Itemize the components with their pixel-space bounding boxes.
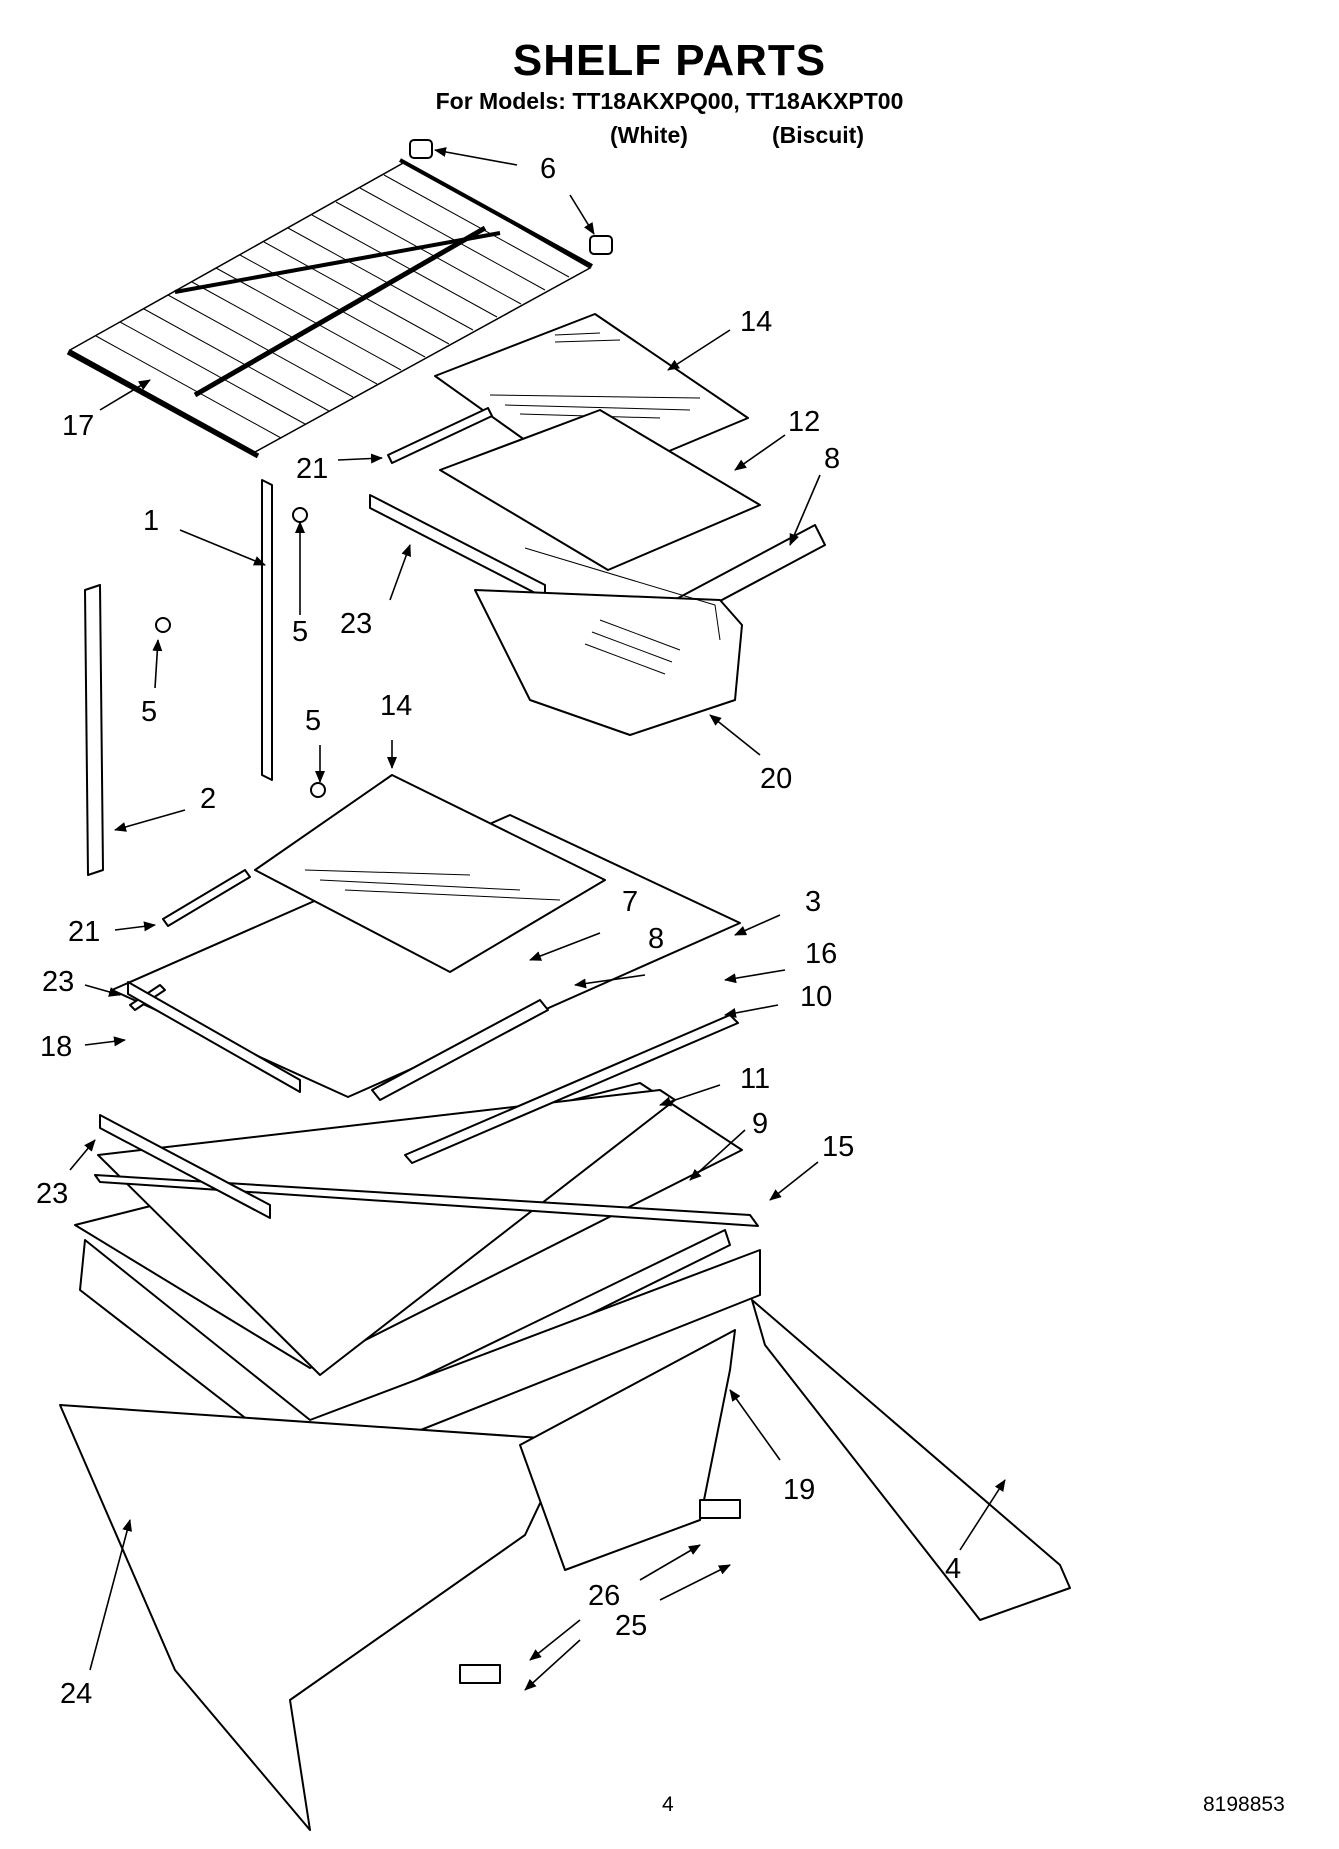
page-title: SHELF PARTS	[512, 36, 827, 85]
callout-label: 18	[40, 1031, 73, 1063]
callout-label: 2	[200, 783, 217, 815]
callout-label: 16	[805, 938, 838, 970]
callout-label: 5	[141, 696, 158, 728]
glass-shelf-stack	[74, 774, 759, 1429]
callout-label: 12	[788, 406, 821, 438]
callout-label: 23	[340, 608, 373, 640]
callout-label: 25	[615, 1610, 648, 1642]
model-list: For Models: TT18AKXPQ00, TT18AKXPT00	[435, 88, 904, 114]
callout-label: 9	[752, 1108, 769, 1140]
callout-label: 10	[800, 981, 833, 1013]
shelf-end-cap-part	[409, 139, 613, 255]
leader-lines	[69, 147, 1006, 1691]
callout-label: 5	[305, 705, 322, 737]
color-white-label: (White)	[610, 122, 688, 148]
callout-label: 17	[62, 410, 95, 442]
callout-label: 21	[68, 916, 101, 948]
callout-label: 20	[760, 763, 793, 795]
document-number: 8198853	[1203, 1793, 1285, 1816]
callout-label: 3	[805, 886, 822, 918]
callout-label: 4	[945, 1553, 962, 1585]
callout-label: 15	[822, 1131, 855, 1163]
shelf-support-part	[84, 479, 273, 876]
callout-label: 8	[824, 443, 841, 475]
callout-label: 26	[588, 1580, 621, 1612]
upper-crisper-assembly	[369, 313, 826, 736]
callout-label: 14	[740, 306, 773, 338]
callout-label: 19	[783, 1474, 816, 1506]
callout-label: 11	[740, 1063, 771, 1095]
crisper-drawers-assembly	[59, 1239, 1071, 1831]
callout-label: 6	[540, 153, 557, 185]
callout-label: 7	[622, 886, 639, 918]
wire-shelf-part	[66, 158, 593, 459]
callout-label: 8	[648, 923, 665, 955]
callout-label: 24	[60, 1678, 93, 1710]
callout-label: 23	[42, 966, 75, 998]
callout-label: 1	[143, 505, 160, 537]
callout-label: 21	[296, 453, 329, 485]
callout-label: 14	[380, 690, 413, 722]
callout-label: 23	[36, 1178, 69, 1210]
page-number: 4	[662, 1793, 674, 1816]
callout-label: 5	[292, 616, 309, 648]
color-biscuit-label: (Biscuit)	[772, 122, 864, 148]
